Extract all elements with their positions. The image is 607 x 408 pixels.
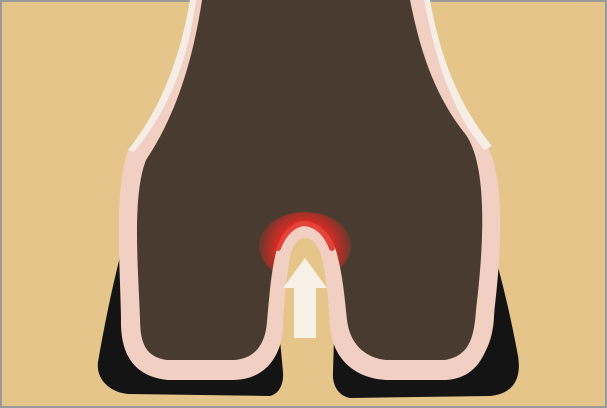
illustration-frame	[0, 0, 607, 408]
tooth-root-diagram	[0, 0, 607, 408]
